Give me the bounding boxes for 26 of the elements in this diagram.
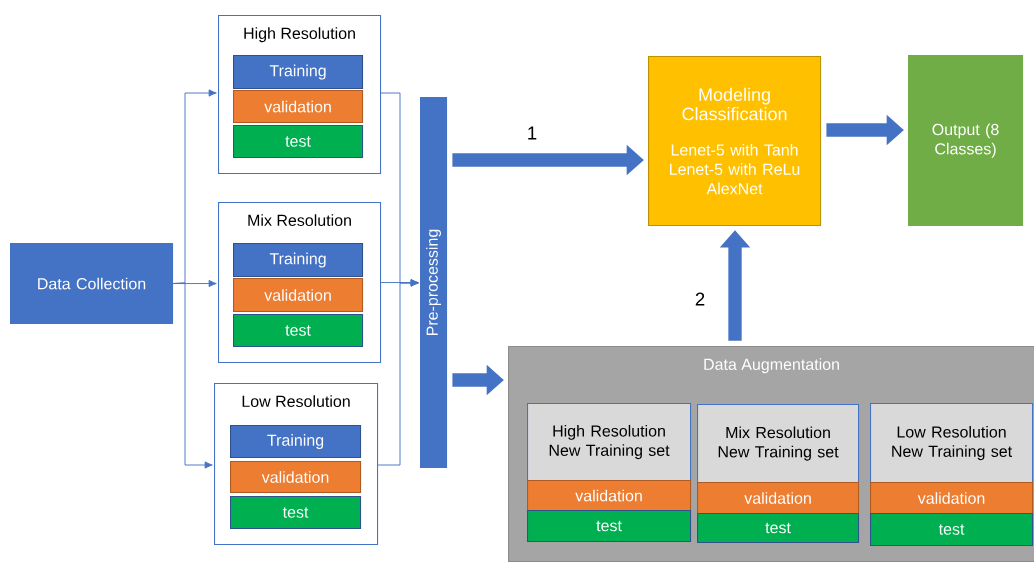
split-bar: Training — [233, 243, 364, 278]
split-bar: test — [527, 510, 692, 543]
split-bar: test — [697, 513, 860, 544]
split-bar: test — [233, 314, 364, 348]
edge-label: 1 — [525, 125, 539, 141]
process-bar: Pre-processing — [420, 97, 448, 469]
split-bar: validation — [870, 482, 1034, 515]
training-set-box: Low Resolution New Training set — [870, 403, 1034, 484]
process-box: Data Collection — [10, 243, 174, 325]
split-bar: validation — [697, 482, 860, 515]
split-bar: validation — [233, 90, 364, 124]
training-set-box: High Resolution New Training set — [527, 403, 692, 482]
split-bar: test — [233, 125, 364, 159]
split-bar: Training — [230, 425, 362, 459]
split-bar: validation — [527, 480, 692, 512]
split-bar: validation — [233, 278, 364, 313]
split-bar: validation — [230, 461, 362, 494]
arrow — [377, 279, 419, 466]
model-box: Modeling Classification Lenet-5 with Tanh Lenet-5 with ReLu AlexNet — [648, 56, 822, 227]
split-bar: test — [230, 496, 362, 530]
arrow — [172, 282, 213, 469]
edge-label: 2 — [693, 291, 707, 307]
split-bar: Training — [233, 55, 364, 90]
output-box: Output (8 Classes) — [908, 55, 1024, 227]
split-bar: test — [870, 513, 1034, 547]
training-set-box: Mix Resolution New Training set — [697, 404, 860, 484]
